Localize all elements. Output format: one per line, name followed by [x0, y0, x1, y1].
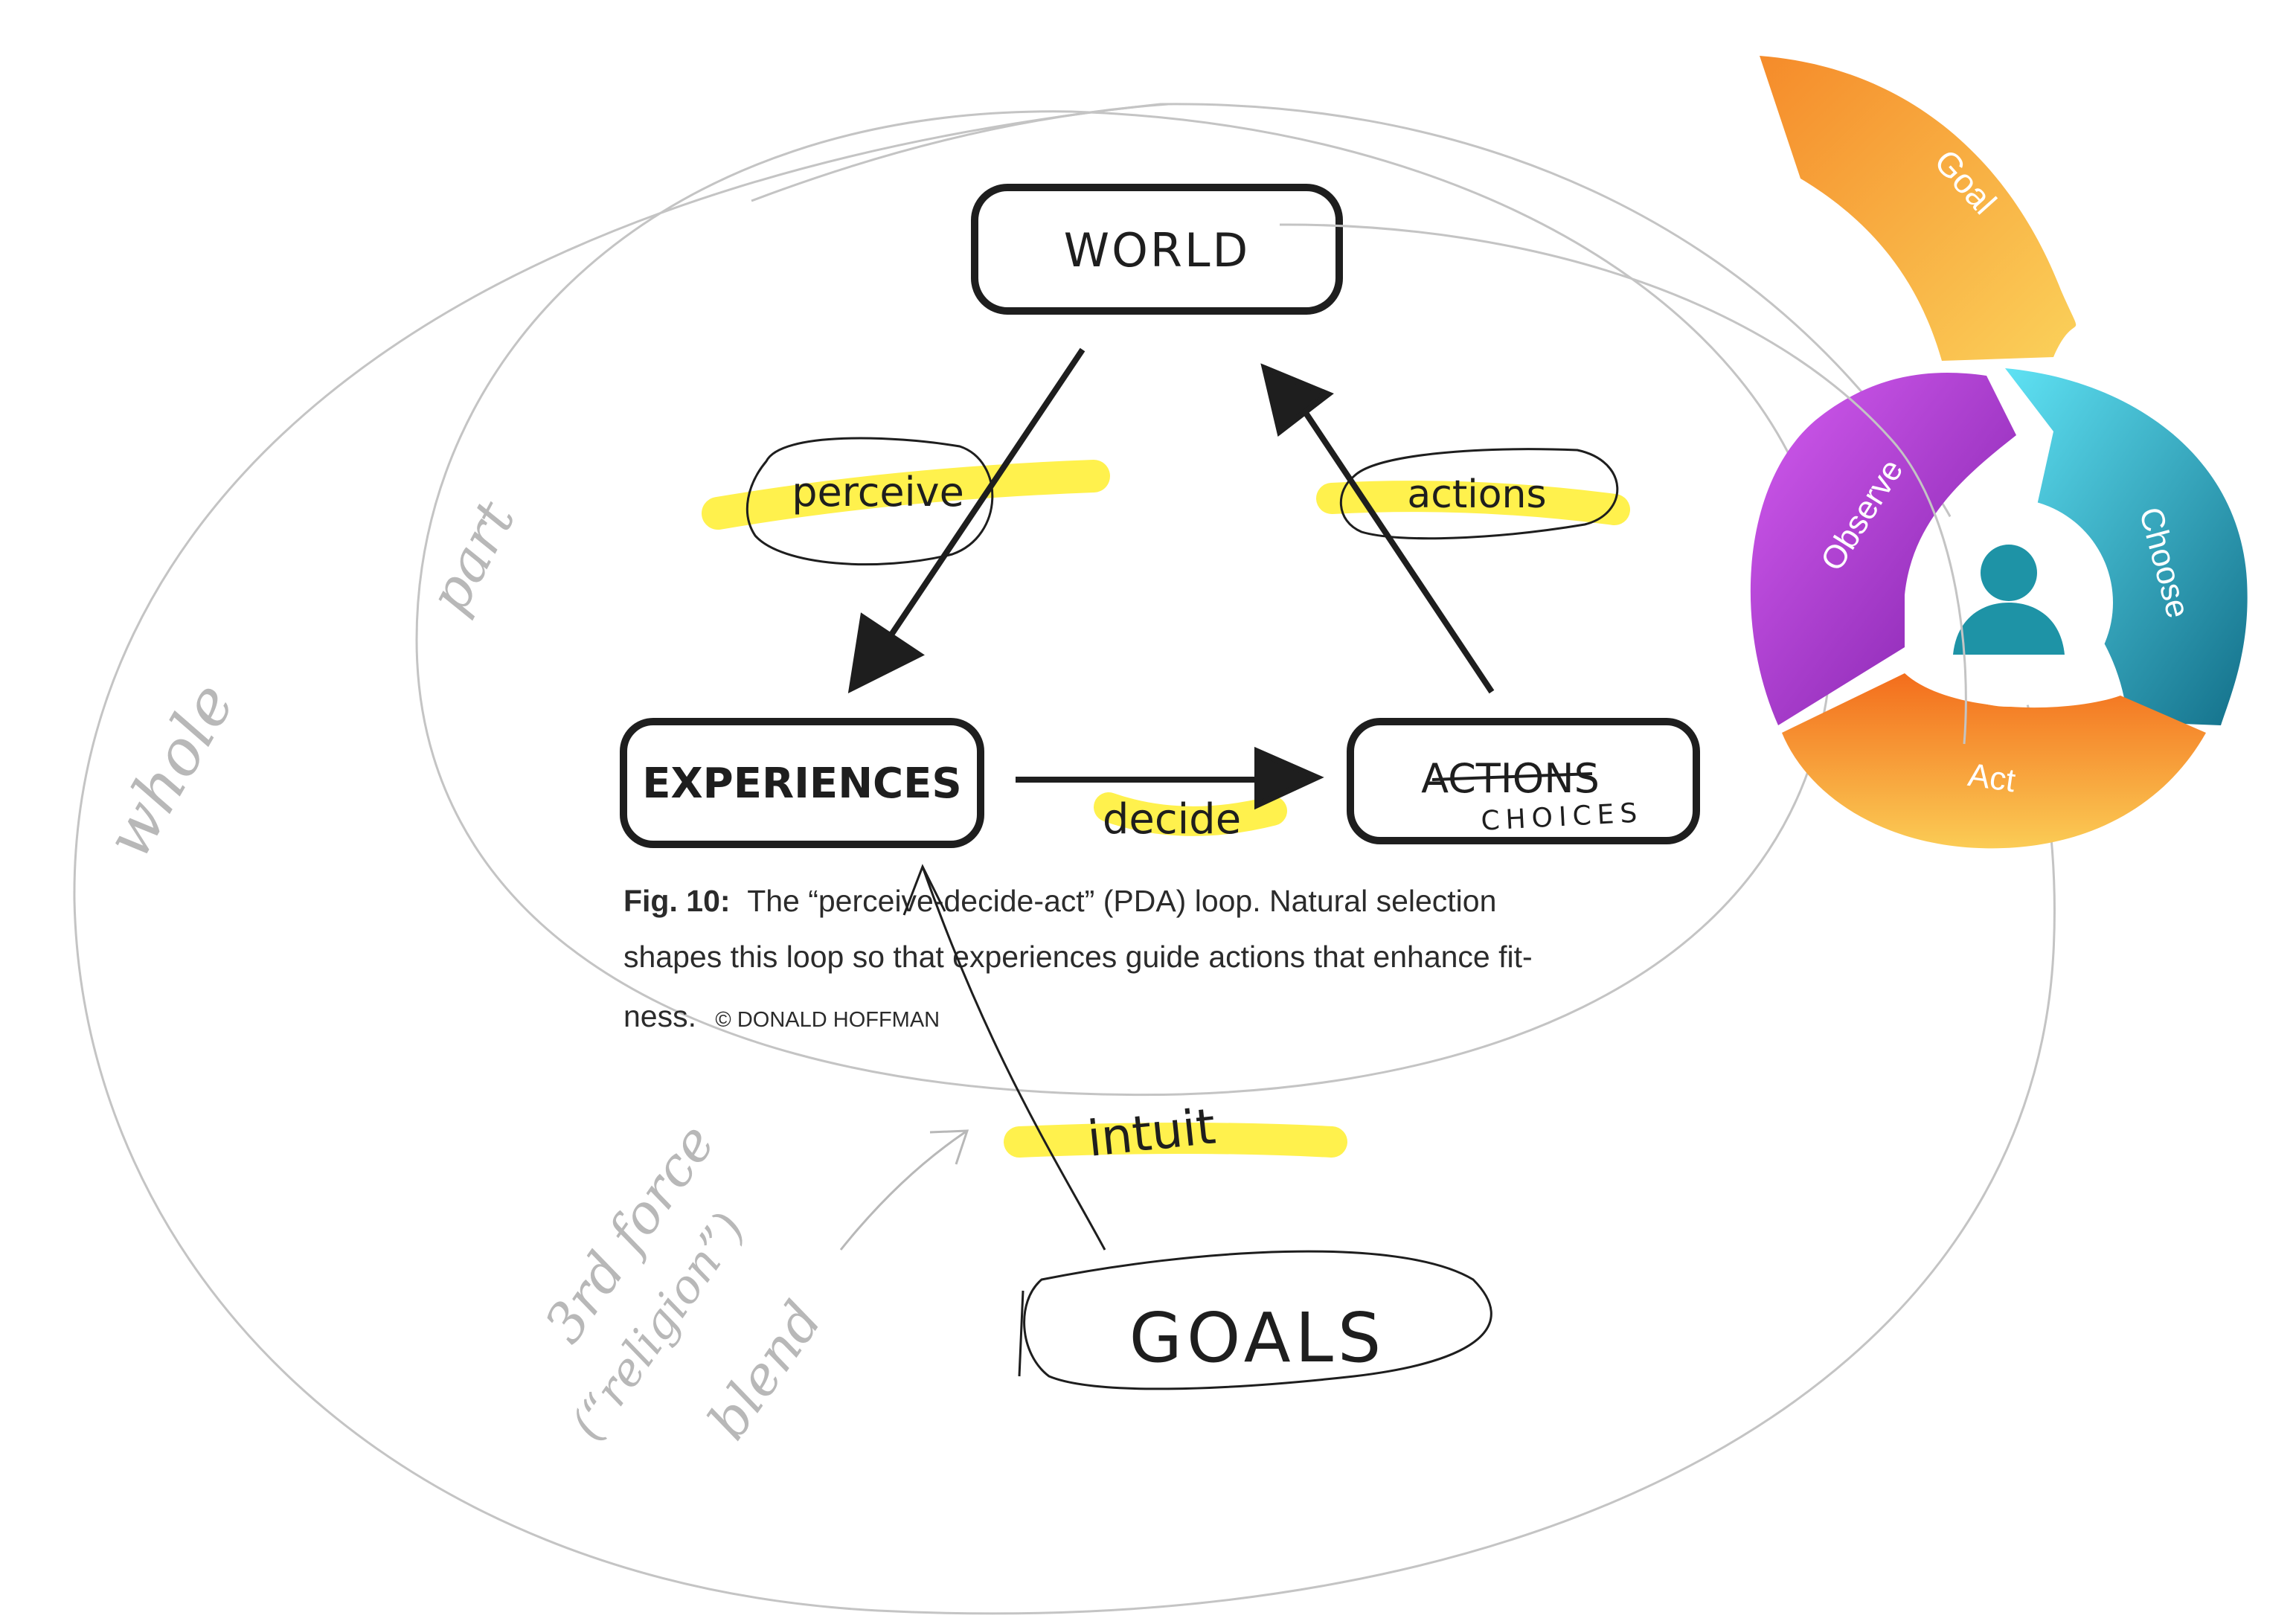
intuit-arrowhead: [902, 864, 946, 916]
decide-label: decide: [1103, 795, 1241, 844]
note-arrow: [839, 1129, 969, 1251]
perceive-label: perceive: [792, 469, 964, 516]
experiences-box: [620, 718, 984, 848]
figure-caption: Fig. 10: The “perceive-decide-act” (PDA)…: [623, 884, 1533, 1033]
actions-box: [1347, 718, 1700, 844]
arrow-world-to-experiences: [875, 347, 1086, 657]
highlight-actions: [1316, 481, 1630, 525]
arrow-actions-to-world: [1295, 399, 1495, 694]
goals-loop: [1023, 1250, 1492, 1390]
arrowhead-experiences: [847, 612, 925, 694]
caption-credit: © DONALD HOFFMAN: [715, 1008, 940, 1032]
person-body: [1953, 603, 2065, 655]
caption-fig-label: Fig. 10:: [623, 884, 731, 918]
arrows: [847, 347, 1495, 810]
highlight-marks: [702, 460, 1630, 1158]
arrowhead-actions: [1254, 746, 1324, 810]
cycle-wheel: Goal Observe Choose Act: [1750, 56, 2248, 849]
actions-node: ACTIONS CHOICES: [1347, 718, 1700, 844]
highlight-intuit: [1004, 1123, 1347, 1158]
goal-segment: [1760, 56, 2077, 361]
actions-edge-label-group: actions: [1339, 448, 1619, 540]
pencil-arc-top: [751, 103, 1169, 202]
pencil-ellipses: [73, 103, 2056, 1615]
experiences-node: EXPERIENCES: [620, 718, 984, 848]
highlight-perceive: [702, 460, 1110, 530]
part-ellipse: [415, 110, 1833, 1097]
choose-segment: [2005, 368, 2248, 725]
caption-line-3: ness. © DONALD HOFFMAN: [623, 999, 940, 1033]
caption-line1-text: The “perceive-decide-act” (PDA) loop. Na…: [747, 884, 1496, 918]
arrowhead-world: [1260, 363, 1334, 437]
goals-left-stroke: [1018, 1290, 1024, 1377]
goals-node: GOALS: [1018, 1250, 1492, 1390]
observe-segment: [1750, 373, 2016, 725]
note-whole: whole: [91, 671, 248, 870]
actions-edge-label: actions: [1407, 472, 1546, 517]
experiences-label: EXPERIENCES: [642, 760, 962, 808]
caption-line3-text: ness.: [623, 999, 696, 1033]
act-segment: [1782, 673, 2206, 849]
world-box: [971, 184, 1343, 315]
goals-label: GOALS: [1129, 1298, 1386, 1378]
act-label: Act: [1966, 757, 2018, 799]
whole-ellipse: [73, 103, 2056, 1615]
note-third-force-3: blend: [696, 1290, 834, 1450]
pencil-connector: [1279, 223, 1967, 745]
intuit-arrow: [902, 864, 1106, 1251]
caption-line-1: Fig. 10: The “perceive-decide-act” (PDA)…: [623, 884, 1496, 918]
person-icon: [1953, 545, 2065, 655]
intuit-label: intuit: [1085, 1097, 1218, 1168]
perceive-label-group: perceive: [745, 437, 994, 566]
perceive-loop: [745, 437, 994, 566]
world-label: WORLD: [1064, 223, 1250, 277]
caption-line-2: shapes this loop so that experiences gui…: [623, 940, 1533, 974]
actions-strikethrough: [1431, 772, 1593, 781]
intuit-arrow-line: [921, 866, 1106, 1251]
actions-edge-loop: [1339, 448, 1619, 540]
person-head: [1981, 545, 2037, 601]
world-node: WORLD: [971, 184, 1343, 315]
highlight-decide: [1094, 792, 1287, 836]
